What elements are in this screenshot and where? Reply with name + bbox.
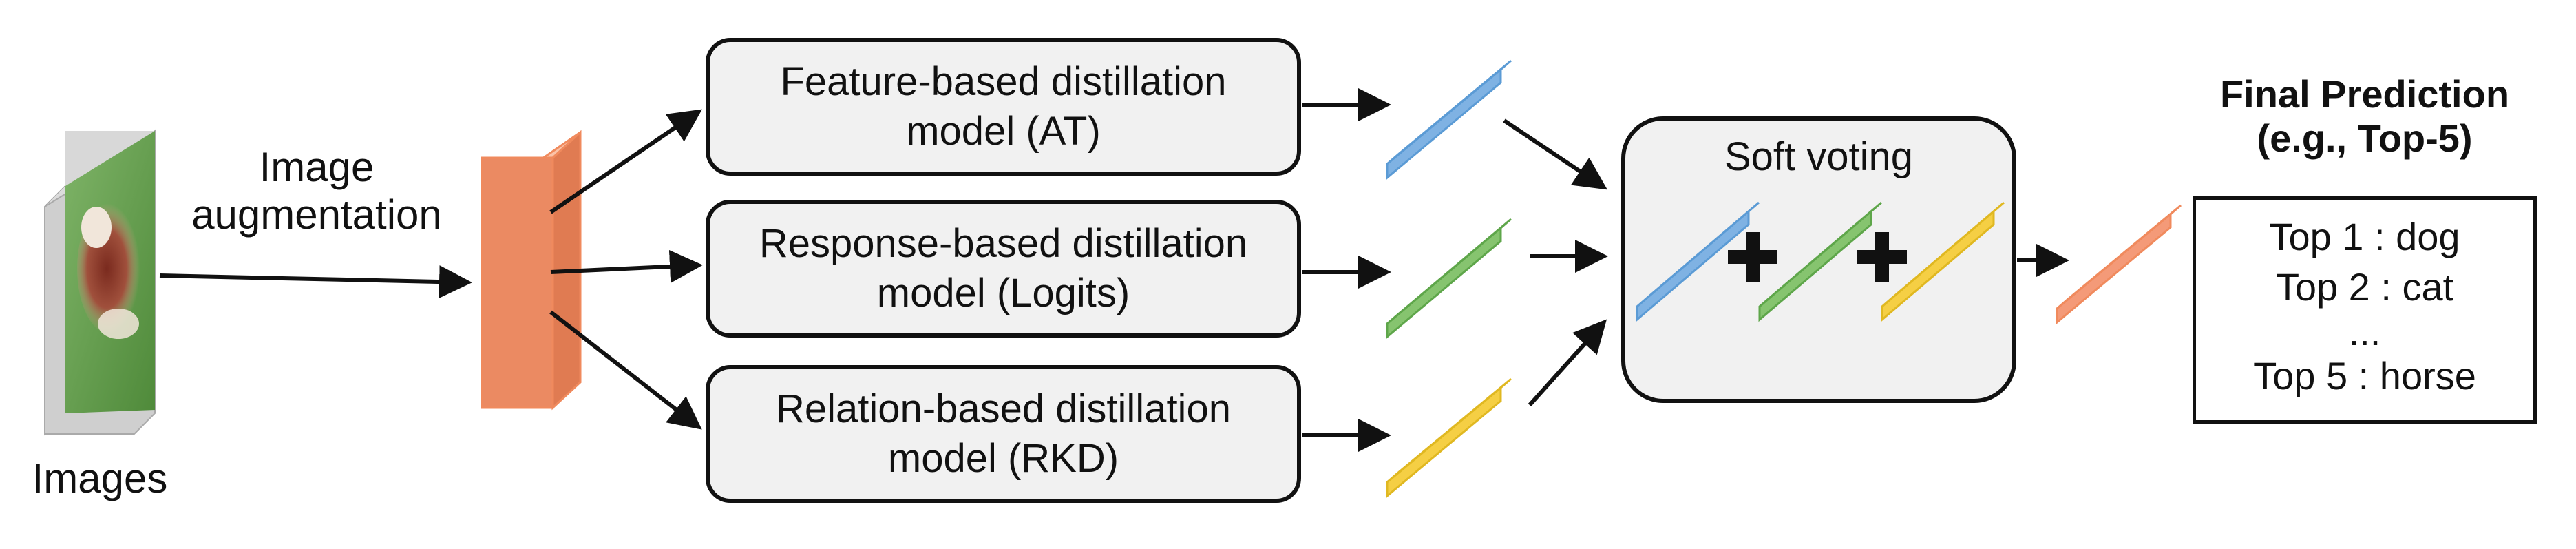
augmentation-label-line1: Image — [259, 144, 374, 190]
arrow-images-to-augmented — [159, 265, 472, 299]
augmentation-label-line2: augmentation — [191, 191, 442, 238]
arrow-yellow-to-voting — [1528, 319, 1607, 407]
images-label: Images — [32, 455, 168, 501]
prediction-item-top5: Top 5 : horse — [2253, 353, 2476, 397]
relation-model-line2: model (RKD) — [887, 436, 1119, 481]
vector-green-logits — [1386, 218, 1512, 340]
input-image-stack — [44, 129, 156, 436]
final-prediction-title: Final Prediction (e.g., Top-5) — [2168, 72, 2561, 161]
augmentation-label: Image augmentation — [165, 143, 468, 238]
vector-orange-final — [2056, 204, 2182, 325]
vector-yellow-rkd — [1386, 377, 1512, 499]
feature-based-model-box: Feature-based distillation model (AT) — [706, 38, 1301, 176]
soft-voting-title: Soft voting — [1724, 134, 1914, 179]
response-model-line2: model (Logits) — [876, 271, 1130, 315]
voting-vector-blue — [1636, 201, 1760, 322]
vector-blue-at — [1386, 59, 1512, 180]
prediction-item-top2: Top 2 : cat — [2275, 265, 2454, 309]
plus-icon — [1857, 232, 1907, 282]
response-based-model-box: Response-based distillation model (Logit… — [706, 200, 1301, 338]
voting-vector-yellow — [1881, 201, 2005, 322]
relation-based-model-box: Relation-based distillation model (RKD) — [706, 365, 1301, 503]
plus-icon — [1728, 232, 1777, 282]
feature-model-line2: model (AT) — [906, 109, 1101, 154]
voting-vector-green — [1758, 201, 1882, 322]
final-title-line1: Final Prediction — [2219, 72, 2510, 116]
final-title-line2: (e.g., Top-5) — [2257, 116, 2473, 160]
relation-model-line1: Relation-based distillation — [776, 386, 1231, 431]
feature-model-line1: Feature-based distillation — [780, 59, 1227, 104]
arrow-to-relation-model — [549, 310, 702, 430]
prediction-item-top1: Top 1 : dog — [2269, 215, 2460, 258]
final-prediction-box: Top 1 : dog Top 2 : cat ... Top 5 : hors… — [2193, 196, 2537, 424]
prediction-item-ellipsis: ... — [2348, 309, 2381, 353]
augmented-image-slab — [481, 130, 582, 411]
arrow-blue-to-voting — [1503, 118, 1607, 190]
arrow-to-feature-model — [549, 109, 702, 214]
response-model-line1: Response-based distillation — [759, 220, 1248, 266]
arrow-to-response-model — [550, 249, 703, 283]
